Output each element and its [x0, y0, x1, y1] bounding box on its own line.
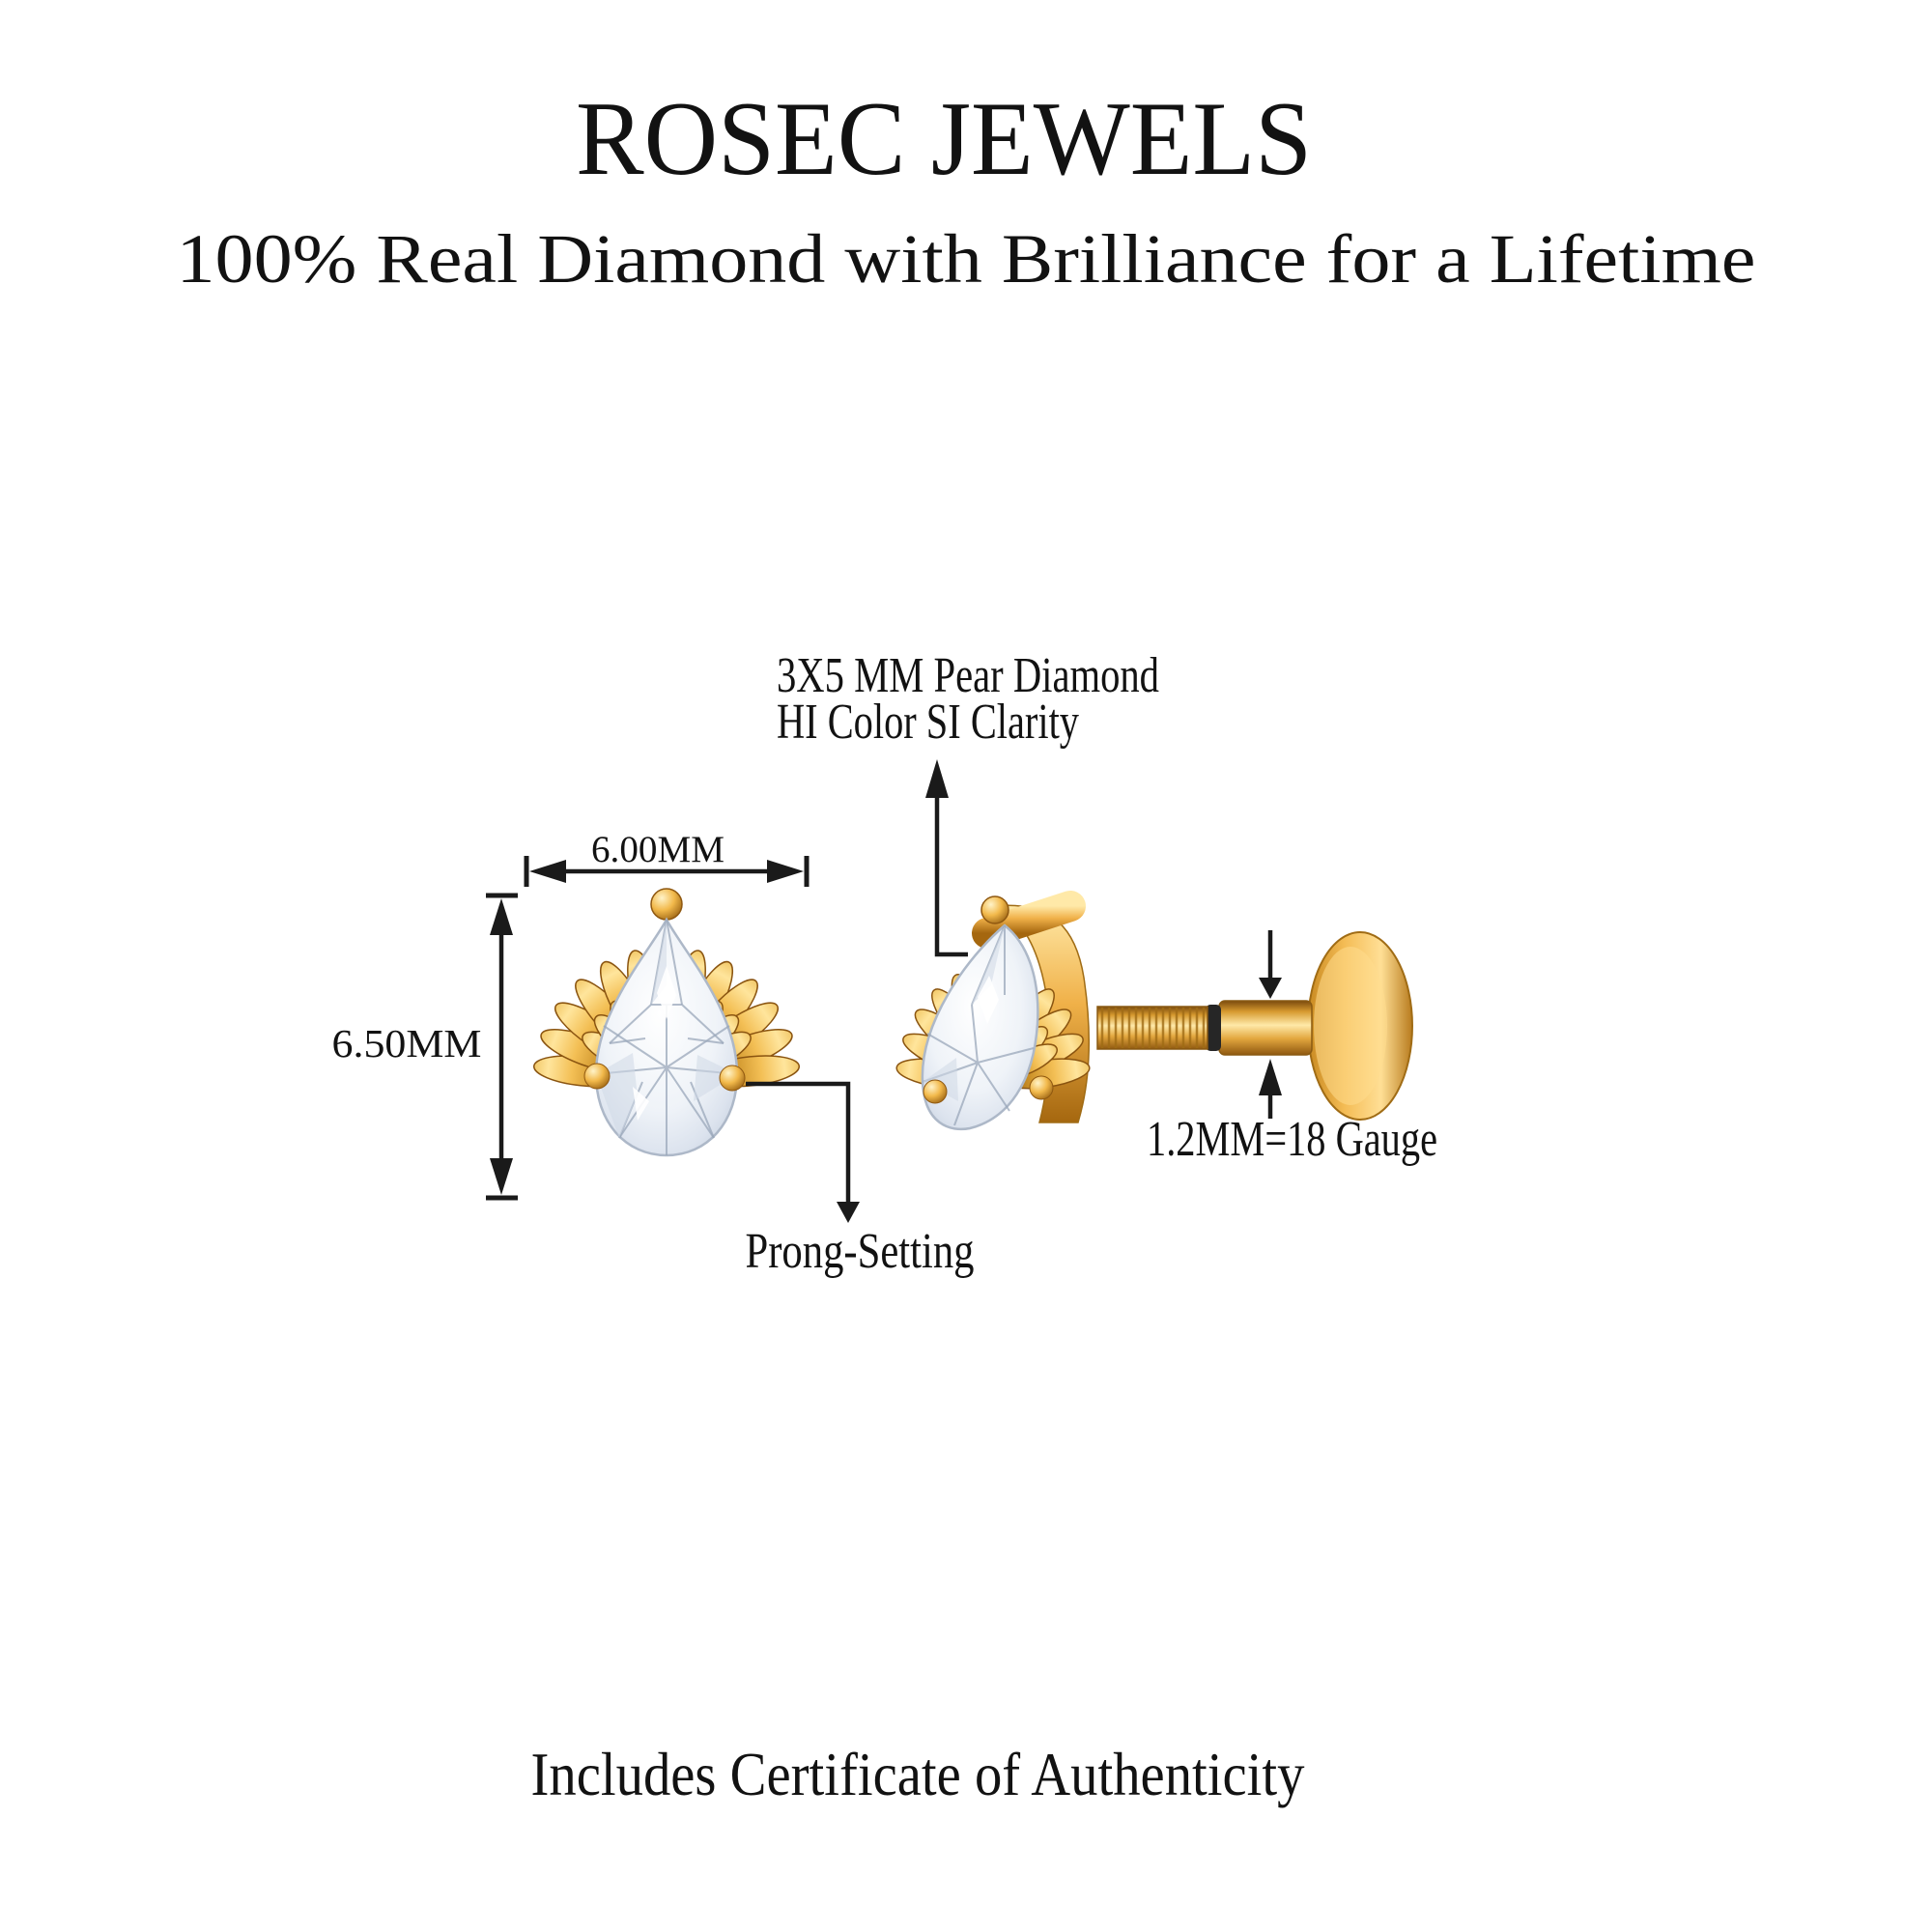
diamond-facets-front [595, 919, 738, 1155]
width-label: 6.00MM [591, 829, 724, 870]
earring-side-view [895, 891, 1413, 1131]
brand-tagline: 100% Real Diamond with Brilliance for a … [177, 220, 1756, 298]
girdle-prong-right [719, 1065, 746, 1092]
top-bead [650, 888, 683, 921]
diamond-spec-line2: HI Color SI Clarity [777, 695, 1079, 750]
width-dimension: 6.00MM [524, 829, 810, 887]
post-threads [1100, 1008, 1206, 1048]
girdle-prong-left [583, 1063, 611, 1090]
top-prong-bead [980, 895, 1009, 924]
post-smooth [1218, 1000, 1313, 1056]
height-dimension: 6.50MM [332, 893, 518, 1201]
diamond-facets-side [922, 924, 1035, 1126]
gauge-dimension: 1.2MM=18 Gauge [1147, 930, 1437, 1167]
prong-setting-callout: Prong-Setting [746, 1081, 975, 1279]
gauge-label: 1.2MM=18 Gauge [1147, 1112, 1437, 1167]
labret-disc-face [1314, 947, 1387, 1105]
brand-title: ROSEC JEWELS [576, 80, 1312, 197]
side-prong-left [923, 1079, 948, 1104]
earring-front-view [532, 888, 801, 1157]
diamond-spec-callout: 3X5 MM Pear Diamond HI Color SI Clarity [777, 648, 1159, 957]
side-prong-right [1029, 1075, 1054, 1100]
diamond-spec-line1: 3X5 MM Pear Diamond [777, 648, 1159, 703]
footer-note: Includes Certificate of Authenticity [531, 1741, 1305, 1808]
post-oring [1206, 1005, 1221, 1051]
setting-label: Prong-Setting [746, 1224, 975, 1279]
height-label: 6.50MM [332, 1021, 482, 1065]
